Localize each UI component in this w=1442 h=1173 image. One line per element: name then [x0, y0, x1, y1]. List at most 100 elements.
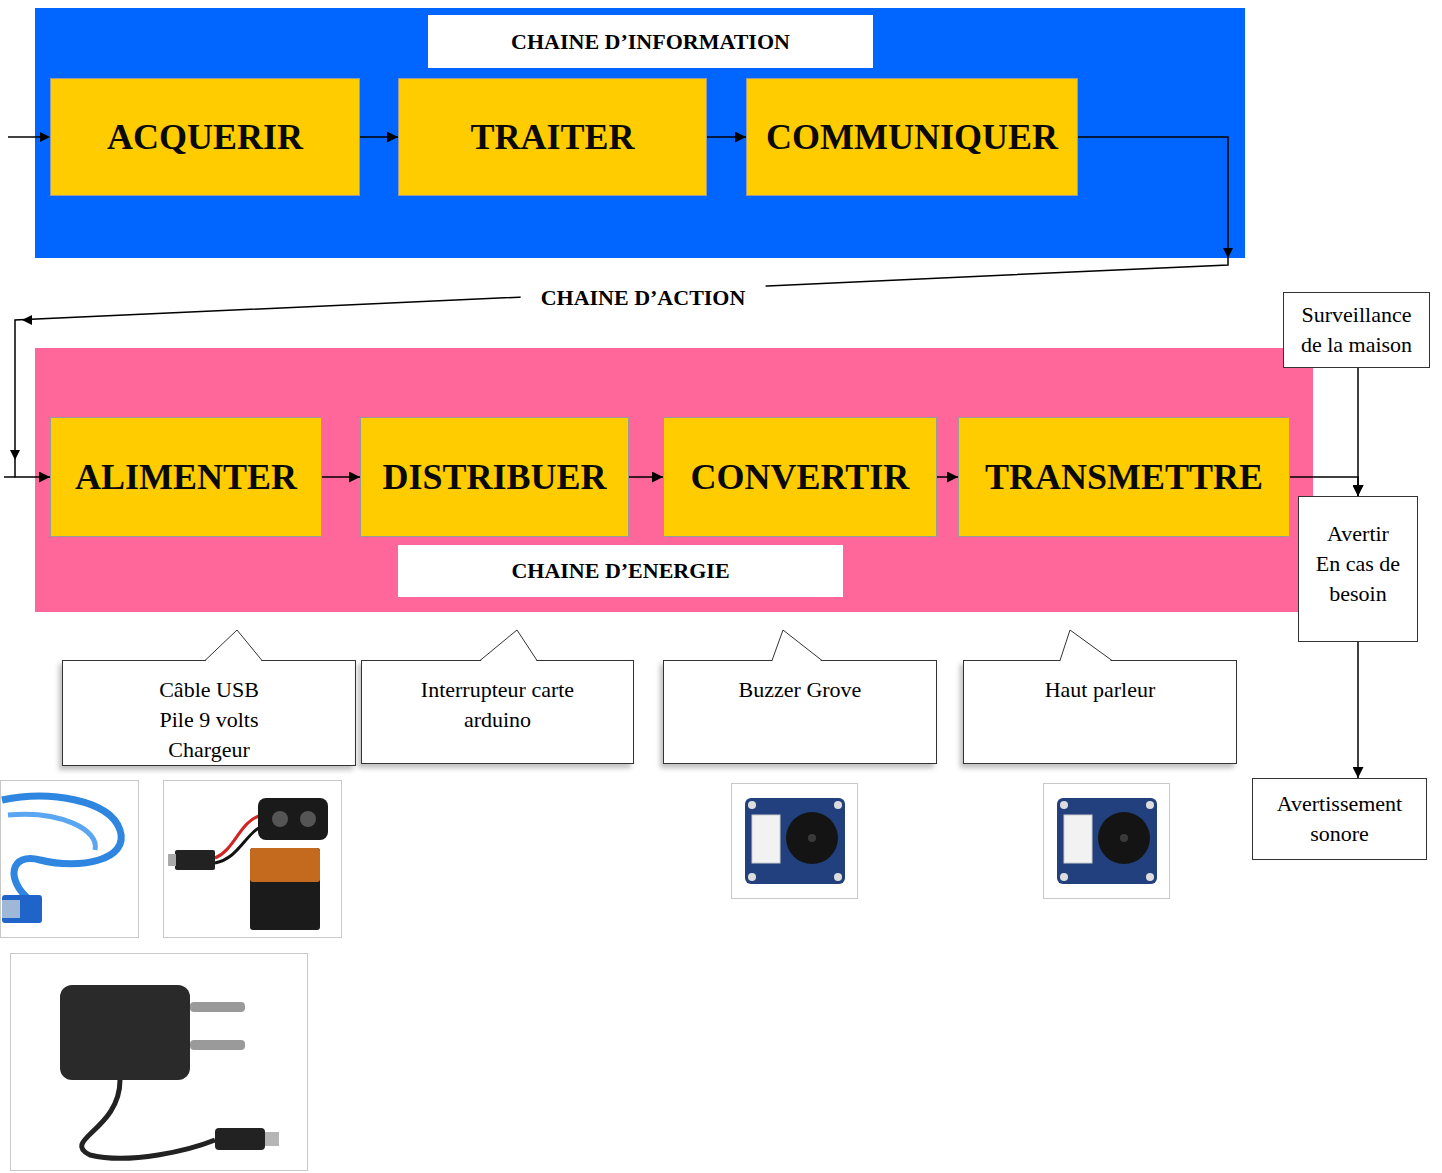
connector-group — [15, 137, 1358, 778]
input-arrow — [40, 132, 50, 142]
buzzer-photo — [752, 815, 780, 863]
battery-photo — [164, 781, 342, 938]
buzzer-photo — [1120, 834, 1128, 842]
buzzer-photo — [732, 784, 858, 899]
charger-photo — [11, 954, 308, 1171]
battery-photo — [175, 850, 215, 870]
flow-arrow — [707, 136, 746, 138]
function-box: DISTRIBUER — [360, 417, 629, 537]
function-box: CONVERTIR — [663, 417, 937, 537]
callout-tail — [772, 630, 822, 662]
callout-text: Câble USB Pile 9 volts Chargeur — [147, 675, 272, 765]
usb-cable-photo — [2, 796, 121, 900]
function-label: DISTRIBUER — [382, 456, 606, 498]
section-label: CHAINE D’ACTION — [521, 281, 766, 315]
buzzer-photo — [834, 801, 842, 809]
callout-tail — [205, 630, 262, 662]
buzzer-photo — [1064, 815, 1092, 863]
usb-cable-photo — [2, 895, 42, 923]
battery-photo — [250, 848, 320, 882]
flow-arrowhead — [22, 315, 32, 325]
battery-photo — [300, 811, 316, 827]
callout-bubble: Interrupteur carte arduino — [361, 660, 634, 764]
input-arrow — [4, 132, 50, 477]
charger-photo — [82, 1080, 215, 1158]
chain-band: CHAINE D’INFORMATION ACQUERIR TRAITER COMMU… — [35, 8, 1245, 258]
function-label: TRANSMETTRE — [985, 456, 1263, 498]
usb-cable-photo — [1, 781, 139, 938]
battery-photo — [272, 811, 288, 827]
function-box: ALIMENTER — [50, 417, 322, 537]
buzzer-photo — [1044, 784, 1170, 899]
flow-arrow — [937, 476, 958, 478]
function-box: ACQUERIR — [50, 78, 360, 196]
usb-cable-photo — [1, 781, 139, 938]
callout-text: Interrupteur carte arduino — [398, 675, 598, 735]
input-arrow — [8, 136, 40, 138]
flow-arrow — [322, 476, 360, 478]
function-box: TRANSMETTRE — [958, 417, 1290, 537]
buzzer-photo — [1044, 784, 1170, 899]
buzzer-photo — [786, 812, 838, 864]
buzzer-photo — [1146, 801, 1154, 809]
flow-arrow — [1357, 642, 1359, 778]
function-label: COMMUNIQUER — [766, 116, 1058, 158]
callout-text: Buzzer Grove — [739, 675, 862, 705]
flow-arrow — [360, 136, 398, 138]
flow-arrowhead — [10, 450, 20, 460]
battery-photo — [258, 798, 328, 840]
chain-band: CHAINE D’ENERGIE ALIMENTER DISTRIBUER CONVE… — [35, 348, 1313, 612]
callout-text: Haut parleur — [1045, 675, 1156, 705]
function-box: TRAITER — [398, 78, 707, 196]
callout-tail — [480, 630, 537, 661]
usb-cable-photo — [8, 814, 95, 850]
note-box: Surveillance de la maison — [1283, 292, 1430, 368]
flow-arrow — [15, 137, 1228, 477]
note-box: Avertissement sonore — [1252, 778, 1427, 860]
buzzer-photo — [1057, 798, 1157, 884]
battery-photo — [168, 854, 176, 866]
callout-tail — [772, 630, 822, 661]
note-box: Avertir En cas de besoin — [1298, 496, 1418, 642]
buzzer-photo — [808, 834, 816, 842]
flow-arrowhead — [10, 248, 1233, 460]
charger-photo — [265, 1132, 279, 1146]
buzzer-photo — [1146, 873, 1154, 881]
function-label: TRAITER — [470, 116, 634, 158]
buzzer-photo — [745, 798, 845, 884]
flow-arrow — [629, 476, 663, 478]
function-label: ACQUERIR — [107, 116, 303, 158]
battery-photo — [164, 781, 342, 938]
chain-title: CHAINE D’ENERGIE — [398, 545, 843, 597]
chain-title: CHAINE D’INFORMATION — [428, 15, 873, 68]
buzzer-photo — [1060, 873, 1068, 881]
note-text: Avertir En cas de besoin — [1313, 519, 1403, 609]
callout-tail — [480, 630, 537, 662]
flow-arrow — [1357, 368, 1359, 496]
callout-tail — [205, 630, 262, 661]
buzzer-photo — [732, 784, 858, 899]
charger-photo — [190, 1002, 245, 1012]
function-box: COMMUNIQUER — [746, 78, 1078, 196]
buzzer-photo — [834, 873, 842, 881]
function-label: CONVERTIR — [691, 456, 910, 498]
charger-photo — [190, 1040, 245, 1050]
callout-bubble: Buzzer Grove — [663, 660, 937, 764]
flow-arrowhead — [1223, 248, 1233, 258]
charger-photo — [215, 1128, 265, 1150]
buzzer-photo — [748, 873, 756, 881]
charger-photo — [60, 985, 190, 1080]
callout-bubble: Câble USB Pile 9 volts Chargeur — [62, 660, 356, 766]
flow-arrow — [1290, 477, 1358, 496]
input-arrow — [4, 476, 15, 478]
battery-photo — [250, 848, 320, 930]
buzzer-photo — [1060, 801, 1068, 809]
callout-bubble: Haut parleur — [963, 660, 1237, 764]
usb-cable-photo — [2, 900, 20, 918]
buzzer-photo — [748, 801, 756, 809]
buzzer-photo — [1098, 812, 1150, 864]
callout-tail — [1060, 630, 1112, 661]
function-label: ALIMENTER — [75, 456, 297, 498]
note-text: Avertissement sonore — [1260, 789, 1420, 849]
charger-photo — [11, 954, 308, 1171]
